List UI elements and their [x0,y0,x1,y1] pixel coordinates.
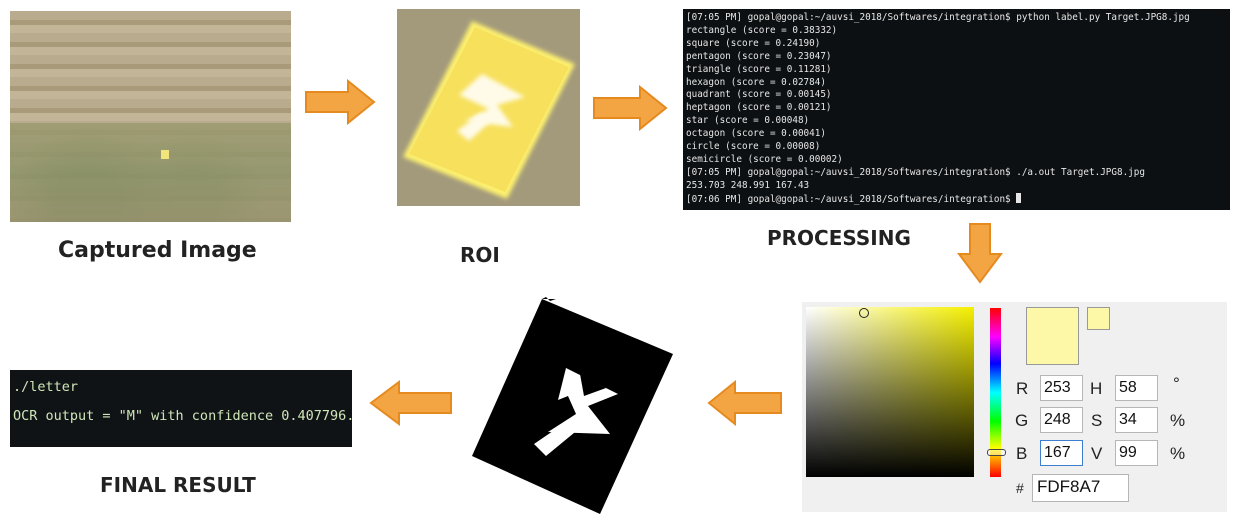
label-r: R [1016,379,1029,398]
terminal-line: heptagon (score = 0.00121) [686,102,832,114]
unit-percent-v: % [1170,444,1186,463]
terminal-line: star (score = 0.00048) [686,115,810,127]
caption-roi: ROI [460,243,500,267]
unit-degree: ° [1173,374,1180,393]
captured-image [10,11,291,222]
roi-image [397,9,580,206]
terminal-line: pentagon (score = 0.23047) [686,50,832,62]
terminal-line: quadrant (score = 0.00145) [686,89,832,101]
ocr-output-line: OCR output = "M" with confidence 0.40779… [13,408,355,424]
sv-picker-handle[interactable] [859,308,869,318]
caption-final-result: FINAL RESULT [100,473,256,497]
arrow-down-icon [957,223,1003,284]
final-command: ./letter [13,379,79,395]
previous-color-swatch[interactable] [1087,307,1110,330]
terminal-line: semicircle (score = 0.00002) [686,153,843,165]
label-v: V [1091,444,1103,463]
blue-field[interactable]: 167 [1040,440,1083,466]
value-field[interactable]: 99 [1115,440,1158,466]
green-field[interactable]: 248 [1040,407,1083,433]
unit-percent-s: % [1170,411,1186,430]
caption-processing: PROCESSING [767,226,911,250]
terminal-line: octagon (score = 0.00041) [686,128,826,140]
caption-captured-image: Captured Image [58,238,257,263]
arrow-left-icon [707,380,782,426]
terminal-line: [07:05 PM] gopal@gopal:~/auvsi_2018/Soft… [686,166,1145,178]
terminal-line: rectangle (score = 0.38332) [686,24,838,36]
final-result-terminal: ./letter OCR output = "M" with confidenc… [10,370,355,447]
target-speck [161,150,169,159]
hue-field[interactable]: 58 [1115,375,1158,401]
label-g: G [1015,411,1029,430]
current-color-swatch [1026,307,1079,365]
hex-field[interactable]: FDF8A7 [1032,474,1129,502]
terminal-line: square (score = 0.24190) [686,37,821,49]
terminal-line: [07:05 PM] gopal@gopal:~/auvsi_2018/Soft… [686,12,1190,23]
terminal-cursor [1016,192,1022,203]
label-hash: # [1016,480,1024,496]
terminal-line: [07:06 PM] gopal@gopal:~/auvsi_2018/Soft… [686,193,1017,205]
arrow-left-icon [369,380,452,426]
saturation-value-square[interactable] [806,307,974,477]
saturation-field[interactable]: 34 [1115,407,1158,433]
terminal-line: hexagon (score = 0.02784) [686,76,826,88]
arrow-right-icon [593,85,668,131]
terminal-line: circle (score = 0.00008) [686,141,821,153]
arrow-right-icon [305,79,376,125]
label-s: S [1091,411,1103,430]
hue-slider-handle[interactable] [987,449,1006,456]
red-field[interactable]: 253 [1040,375,1083,401]
label-b: B [1016,444,1028,463]
terminal-line: 253.703 248.991 167.43 [686,179,810,191]
binary-mask-image [472,297,673,514]
terminal-output: [07:05 PM] gopal@gopal:~/auvsi_2018/Soft… [683,9,1230,210]
label-h: H [1090,379,1103,398]
terminal-line: triangle (score = 0.11281) [686,63,832,75]
hue-slider[interactable] [990,308,1001,477]
